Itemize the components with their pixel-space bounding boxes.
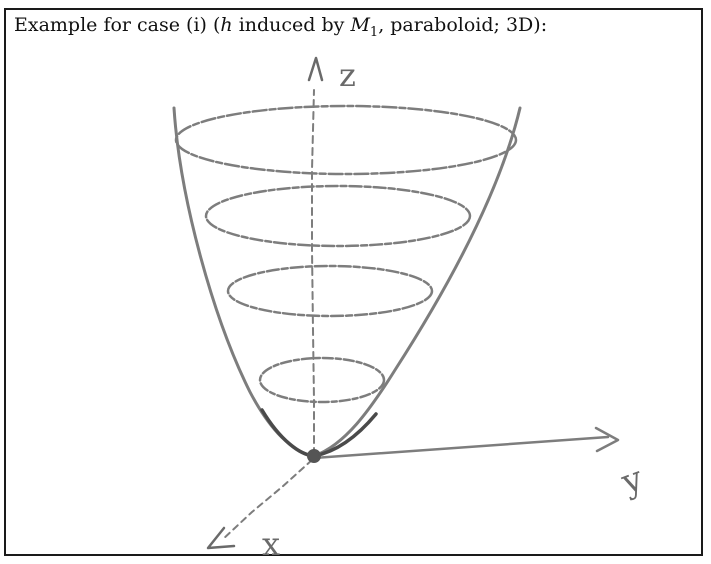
- y-axis-label: y: [615, 458, 648, 503]
- level-ellipse-4: [258, 356, 386, 404]
- paraboloid-bottom-shading: [260, 408, 378, 458]
- figure-frame: [4, 8, 703, 556]
- caption-m-symbol: M: [350, 14, 370, 36]
- z-axis: [311, 89, 315, 456]
- caption-prefix: Example for case (i) (: [14, 14, 221, 36]
- y-axis: [312, 435, 610, 460]
- caption-h-symbol: h: [220, 14, 233, 36]
- z-axis-label: z: [339, 56, 356, 94]
- paraboloid-left-profile: [172, 106, 316, 458]
- y-axis-arrowhead: [594, 426, 620, 453]
- paraboloid-right-profile: [312, 106, 522, 458]
- caption-suffix: , paraboloid; 3D):: [378, 14, 548, 36]
- level-ellipse-1: [174, 104, 518, 176]
- z-axis-arrowhead: [307, 56, 324, 82]
- figure-caption: Example for case (i) (h induced by M1, p…: [14, 14, 547, 40]
- vertex-point: [307, 449, 321, 463]
- level-ellipse-2: [204, 184, 472, 248]
- caption-middle: induced by: [232, 14, 351, 36]
- x-axis: [221, 459, 313, 541]
- x-axis-label: x: [262, 525, 280, 563]
- x-axis-arrowhead: [206, 526, 236, 550]
- caption-m-subscript: 1: [369, 24, 379, 40]
- level-ellipse-3: [226, 264, 434, 318]
